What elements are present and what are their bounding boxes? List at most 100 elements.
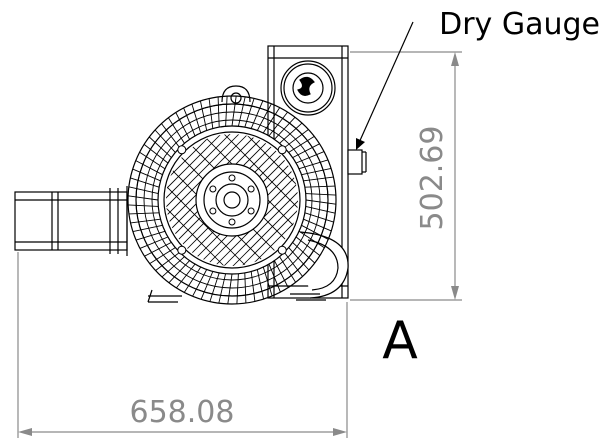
base-feet: [147, 289, 326, 303]
fin: [155, 251, 180, 271]
fin: [176, 263, 196, 289]
rim-bolt: [177, 245, 187, 255]
rim-bolts: [177, 145, 287, 255]
hatch-line: [231, 134, 298, 266]
fin: [284, 129, 309, 149]
fin: [301, 224, 329, 240]
fin: [256, 269, 265, 300]
fin: [161, 256, 185, 278]
fin: [200, 271, 214, 300]
dry-gauge-leader: [357, 21, 414, 146]
callout-label: Dry Gauge: [439, 7, 600, 42]
hatch-line: [166, 134, 239, 266]
fin: [244, 98, 255, 128]
fin: [298, 230, 325, 249]
fin: [305, 199, 336, 205]
fin: [303, 176, 334, 182]
hatch-line: [236, 134, 298, 266]
dimension-arrows: [18, 52, 459, 436]
hatch-line: [218, 134, 298, 266]
hatch-line: [166, 134, 263, 266]
fin: [304, 185, 336, 188]
fin: [236, 273, 239, 304]
fin: [139, 151, 166, 170]
fin: [132, 224, 163, 233]
hub-bolt: [228, 174, 236, 182]
fin: [256, 103, 272, 131]
fin: [305, 205, 336, 214]
fin: [183, 107, 196, 137]
fin: [168, 260, 190, 284]
fin: [262, 107, 281, 134]
fin: [295, 151, 325, 164]
hatch-line: [191, 134, 298, 266]
rim-bolt: [177, 145, 187, 155]
fin: [279, 122, 303, 144]
rim-bolt: [277, 245, 287, 255]
fin: [130, 177, 160, 188]
fin: [304, 212, 334, 223]
fin: [288, 247, 310, 271]
fin: [144, 241, 172, 257]
lifting-lug: [221, 85, 251, 103]
fin: [279, 256, 296, 283]
hatch-line: [200, 134, 298, 266]
fin: [262, 266, 273, 297]
fin: [154, 129, 176, 153]
fin: [283, 252, 303, 277]
fin: [128, 195, 159, 201]
fin: [273, 260, 289, 288]
inlet-pipe: [14, 186, 128, 256]
fin: [218, 273, 227, 304]
fin-ring: [151, 119, 313, 281]
fin: [268, 263, 281, 293]
hub-bolts: [209, 174, 255, 226]
fin: [244, 272, 247, 304]
fin: [199, 100, 208, 131]
fin: [225, 96, 228, 127]
leader-arrowhead: [356, 138, 365, 150]
fin: [303, 218, 332, 232]
fin: [139, 236, 169, 249]
fin-ring: [143, 111, 321, 289]
fin: [192, 269, 208, 297]
hatch-line: [166, 134, 245, 266]
hub-bolt: [209, 207, 217, 215]
view-label: A: [382, 311, 418, 371]
hatch-line: [166, 134, 261, 266]
fin: [298, 159, 329, 170]
hub-bolt: [247, 207, 255, 215]
hatch-line: [166, 134, 236, 266]
fin: [135, 160, 163, 176]
brand-badge: [280, 60, 336, 116]
fin: [175, 112, 191, 140]
fin: [292, 143, 320, 159]
fin: [295, 236, 321, 256]
fin: [128, 204, 159, 207]
fin: [135, 230, 166, 241]
center-hub: [195, 163, 269, 237]
fin: [143, 144, 169, 164]
fin: [231, 96, 237, 127]
dry-gauge: [347, 149, 367, 175]
fin: [191, 103, 202, 134]
fin: [148, 136, 172, 158]
fin: [250, 100, 264, 129]
fin: [227, 273, 233, 304]
fin: [128, 186, 159, 195]
hatch-line: [209, 134, 298, 266]
hatch-line: [227, 134, 298, 266]
width-dimension-label: 658.08: [130, 395, 235, 430]
fin: [301, 167, 332, 176]
fin: [292, 242, 316, 264]
fin: [237, 96, 246, 127]
fin: [274, 116, 296, 140]
hub-bolt: [209, 185, 217, 193]
fin: [183, 266, 202, 293]
hub-bolt: [247, 185, 255, 193]
fin: [305, 193, 336, 196]
fin: [149, 247, 176, 264]
fin: [217, 96, 220, 128]
height-dimension-label: 502.69: [415, 126, 450, 231]
